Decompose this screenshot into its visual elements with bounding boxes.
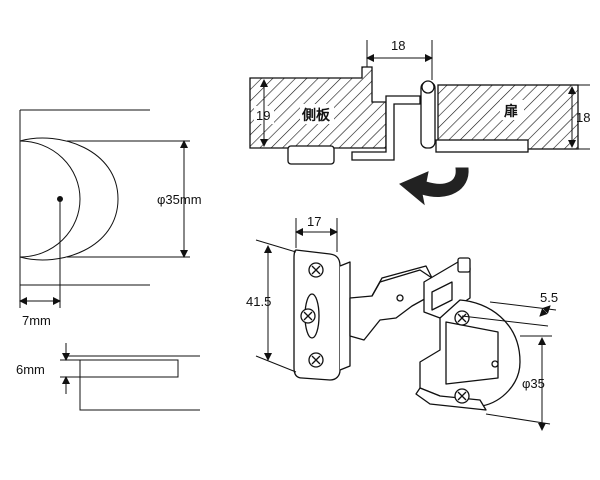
label-gap-18: 18 bbox=[391, 38, 405, 53]
side-panel-label-bg bbox=[300, 104, 334, 124]
hinge-cup-section bbox=[435, 139, 529, 153]
hinge-arm-section bbox=[351, 95, 421, 161]
bore-top-view bbox=[19, 109, 190, 308]
hinge-isometric-view bbox=[293, 249, 521, 411]
mounting-plate-side bbox=[339, 261, 351, 371]
label-cup-5-5: 5.5 bbox=[540, 290, 558, 305]
hinge-mount-plate bbox=[287, 145, 335, 165]
label-diameter-35mm: φ35mm bbox=[157, 192, 202, 207]
isometric-dimensions bbox=[255, 218, 557, 431]
door-label-bg bbox=[500, 100, 524, 120]
section-view bbox=[249, 40, 590, 165]
label-plate-17: 17 bbox=[307, 214, 321, 229]
arm-rivet-icon bbox=[396, 294, 404, 302]
dim-line-5-5 bbox=[539, 305, 551, 317]
label-depth-6mm: 6mm bbox=[16, 362, 45, 377]
curved-arrow-left-icon bbox=[399, 167, 469, 206]
hinge-pin bbox=[421, 80, 435, 94]
cup-flange-bottom bbox=[415, 387, 487, 411]
label-offset-7mm: 7mm bbox=[22, 313, 51, 328]
depth-cup-inner bbox=[80, 359, 179, 378]
label-plate-41-5: 41.5 bbox=[246, 294, 271, 309]
label-side-panel-19: 19 bbox=[256, 108, 270, 123]
label-door-18: 18 bbox=[576, 110, 590, 125]
label-cup-35: φ35 bbox=[522, 376, 545, 391]
label-side-panel: 側板 bbox=[301, 107, 331, 124]
bore-depth-view bbox=[60, 343, 200, 411]
hinge-cup-inner bbox=[445, 321, 499, 385]
hinge-arm-top bbox=[371, 265, 433, 297]
depth-cup-outline bbox=[79, 360, 200, 411]
bore-circle bbox=[19, 140, 81, 258]
hinge-arm bbox=[349, 269, 433, 341]
bore-circle-arc bbox=[19, 137, 119, 261]
label-door: 扉 bbox=[504, 103, 518, 120]
cup-rivet-icon bbox=[491, 360, 499, 368]
knuckle-top bbox=[457, 257, 471, 273]
